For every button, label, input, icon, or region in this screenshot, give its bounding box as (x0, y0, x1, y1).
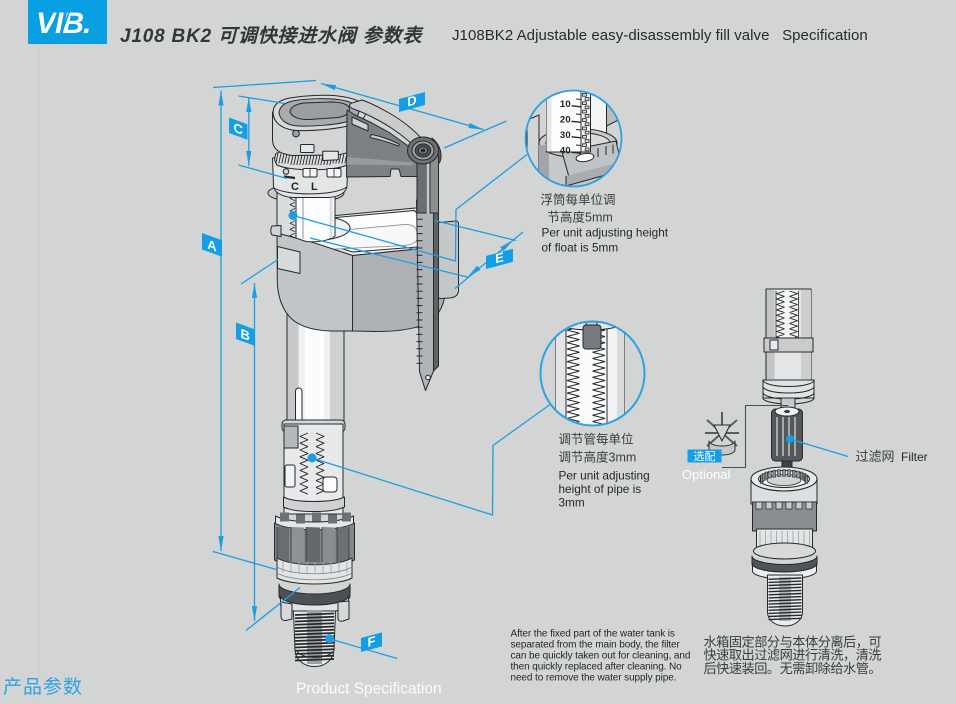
svg-text:后快速装回。无需卸除给水管。: 后快速装回。无需卸除给水管。 (704, 661, 882, 676)
svg-text:调节高度3mm: 调节高度3mm (559, 450, 637, 465)
svg-text:快速取出过滤网进行清洗，清洗: 快速取出过滤网进行清洗，清洗 (704, 648, 882, 663)
svg-text:of float is 5mm: of float is 5mm (542, 241, 619, 255)
svg-text:C: C (234, 120, 244, 138)
svg-text:产品参数: 产品参数 (3, 676, 83, 698)
svg-text:Filter: Filter (901, 450, 928, 464)
svg-text:节高度5mm: 节高度5mm (548, 210, 613, 225)
svg-text:调节管每单位: 调节管每单位 (559, 432, 634, 447)
svg-text:3mm: 3mm (559, 496, 585, 510)
svg-text:separated from the main body,: separated from the main body, the filter (511, 640, 681, 651)
svg-text:VIB.: VIB. (36, 7, 90, 40)
svg-text:J108 BK2 可调快接进水阀 参数表: J108 BK2 可调快接进水阀 参数表 (120, 25, 424, 47)
svg-text:then quickly replaced after cl: then quickly replaced after cleaning. No (511, 662, 683, 673)
svg-text:Per unit adjusting: Per unit adjusting (559, 469, 650, 483)
svg-text:20: 20 (560, 115, 571, 126)
svg-text:过滤网: 过滤网 (856, 449, 895, 464)
svg-text:D: D (407, 92, 416, 109)
svg-text:水箱固定部分与本体分离后，可: 水箱固定部分与本体分离后，可 (704, 634, 882, 650)
svg-text:C L: C L (291, 181, 322, 193)
svg-text:B: B (241, 326, 251, 344)
svg-text:F: F (368, 633, 376, 650)
svg-text:Per unit adjusting height: Per unit adjusting height (542, 226, 669, 240)
svg-text:Product Specification: Product Specification (296, 681, 442, 698)
svg-text:After the fixed part of the wa: After the fixed part of the water tank i… (511, 629, 675, 640)
svg-text:浮筒每单位调: 浮筒每单位调 (541, 192, 616, 207)
svg-text:J108BK2 Adjustable easy-disass: J108BK2 Adjustable easy-disassembly fill… (452, 27, 868, 44)
svg-text:need to remove the water suppl: need to remove the water supply pipe. (511, 673, 677, 684)
svg-text:10: 10 (560, 99, 571, 110)
svg-text:30: 30 (560, 130, 571, 141)
svg-text:height of pipe is: height of pipe is (559, 482, 642, 496)
svg-text:A: A (207, 237, 217, 255)
svg-text:40: 40 (560, 146, 571, 157)
svg-text:can be quickly taken out for c: can be quickly taken out for cleaning, a… (511, 651, 691, 662)
svg-text:选配: 选配 (694, 450, 716, 463)
svg-text:Optional: Optional (682, 467, 731, 482)
svg-text:E: E (495, 249, 504, 266)
